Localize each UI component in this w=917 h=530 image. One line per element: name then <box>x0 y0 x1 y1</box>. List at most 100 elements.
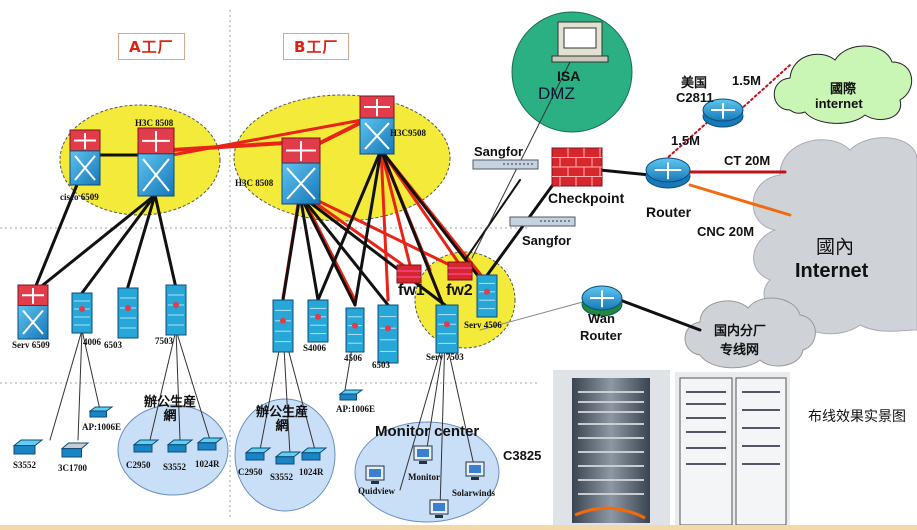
link-red-6 <box>298 190 412 272</box>
label-b-ap: AP:1006E <box>336 404 375 414</box>
label-b-s3552: S3552 <box>270 472 294 482</box>
b-c2950-icon <box>244 447 272 461</box>
quidview-pc-icon <box>365 465 385 484</box>
link-us-intl <box>739 64 791 111</box>
link-access-3 <box>149 329 177 441</box>
bottom-bar <box>0 525 917 530</box>
link-router-us <box>664 119 711 161</box>
link-b-core-main <box>318 120 364 145</box>
label-b-4506: 4506 <box>344 353 362 363</box>
label-b-h3c8508: H3C 8508 <box>235 178 274 188</box>
label-h3c9508: H3C9508 <box>390 128 426 138</box>
serv4506-icon <box>476 274 498 318</box>
photo-caption: 布线效果实景图 <box>808 409 906 425</box>
link-access-13 <box>444 334 476 471</box>
rack-photo-2 <box>675 372 790 526</box>
b-s4006-icon <box>307 299 329 343</box>
link-a-core-b-core <box>170 141 287 152</box>
link-access-12 <box>439 334 446 511</box>
a-1024r-icon <box>196 437 224 451</box>
link-red-5 <box>379 148 390 302</box>
b-4506-icon <box>345 307 365 353</box>
fw2-icon <box>447 261 473 281</box>
b-6503-icon <box>377 304 399 364</box>
a-7503-icon <box>165 284 187 336</box>
label-serv7503: Serv 7503 <box>426 352 464 362</box>
label-dom-cloud-2: Internet <box>795 260 869 282</box>
solarwinds-pc-icon <box>465 461 485 480</box>
link-b-dist-5 <box>316 148 383 302</box>
label-a-serv6509: Serv 6509 <box>12 340 50 350</box>
branch-cloud <box>684 297 816 369</box>
label-cisco6509: cisco 6509 <box>60 192 99 202</box>
a-6503-icon <box>117 287 139 339</box>
b-h3c8508-icon <box>281 137 321 205</box>
link-b-dist-3 <box>298 193 390 307</box>
link-access-10 <box>399 334 446 491</box>
a-s3552b-icon <box>166 439 194 453</box>
label-router: Router <box>646 204 692 220</box>
label-isa: ISA <box>557 68 581 84</box>
label-a-1024r: 1024R <box>195 459 220 469</box>
link-access-2 <box>81 329 101 411</box>
factory-a-title: A工厂 <box>118 33 185 60</box>
label-a-s3552: S3552 <box>13 460 37 470</box>
label-dmz: DMZ <box>538 84 575 103</box>
a-c2950-icon <box>132 439 160 453</box>
intl-cloud <box>773 45 913 124</box>
link-a-core-b-main <box>170 118 364 157</box>
label-a-ap: AP:1006E <box>82 422 121 432</box>
label-serv4506: Serv 4506 <box>464 320 502 330</box>
rack-photo-1 <box>553 370 670 525</box>
label-cnc-20m: CNC 20M <box>697 224 755 239</box>
h3c9508-icon <box>359 95 395 155</box>
label-fw1: fw1 <box>398 282 425 299</box>
label-a-s3552b: S3552 <box>163 462 187 472</box>
a-3c1700-icon <box>60 442 90 458</box>
label-b-1024r: 1024R <box>299 467 324 477</box>
label-wan-router-2: Router <box>580 328 622 343</box>
a-4006-icon <box>71 292 93 334</box>
label-intl-cloud-1: 國際 <box>830 82 857 97</box>
label-a-office-net: 辦公生産網 <box>143 395 196 424</box>
label-a-6503: 6503 <box>104 340 122 350</box>
label-b-6503: 6503 <box>372 360 390 370</box>
b-ap-icon <box>338 389 364 401</box>
label-solarwinds: Solarwinds <box>452 488 496 498</box>
b-1024r-icon <box>300 447 328 461</box>
label-branch-cloud-1: 国内分厂 <box>714 324 767 339</box>
monitor-extra-pc-icon <box>429 499 449 518</box>
link-fw-checkpoint <box>478 173 562 287</box>
link-router-cnc <box>688 183 792 217</box>
link-access-5 <box>175 329 211 441</box>
link-access-4 <box>175 329 181 441</box>
label-monitor-center: Monitor center <box>375 423 480 440</box>
label-b-s4006: S4006 <box>303 343 327 353</box>
factory-b-title: B工厂 <box>283 33 350 60</box>
label-sangfor-top: Sangfor <box>474 144 524 159</box>
label-monitor: Monitor <box>408 472 440 482</box>
wan-router-icon <box>581 285 623 317</box>
link-b-dist-6 <box>353 148 383 307</box>
label-us-router-model: C2811 <box>676 90 714 105</box>
link-b-dist-1 <box>298 193 320 302</box>
label-b-office-net: 辦公生産網 <box>255 405 308 434</box>
link-checkpoint-router <box>598 168 652 177</box>
sangfor-bottom-icon <box>509 216 576 227</box>
label-fw2: fw2 <box>446 282 473 299</box>
link-fw-wanrouter <box>479 299 591 331</box>
a-s3552-icon <box>12 439 44 455</box>
label-ct-20m: CT 20M <box>724 153 771 168</box>
label-checkpoint: Checkpoint <box>548 190 625 206</box>
link-b-dist-0 <box>281 193 302 302</box>
label-dom-cloud-1: 國內 <box>816 236 855 258</box>
link-red-7 <box>298 190 462 272</box>
checkpoint-firewall-icon <box>551 147 603 187</box>
network-devices <box>12 21 744 518</box>
label-link-1-5m-b: 1.5M <box>671 133 700 148</box>
link-b-dist-2 <box>298 193 357 307</box>
link-access-11 <box>424 334 446 461</box>
label-a-h3c8508: H3C 8508 <box>135 118 174 128</box>
link-isa <box>471 57 573 259</box>
